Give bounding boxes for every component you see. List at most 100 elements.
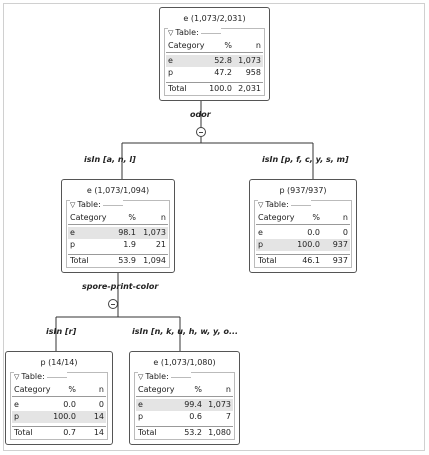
cell-category: p [14,412,20,421]
cell-count: n [342,213,348,222]
table-label: Table: [175,28,199,37]
cell-percent: % [128,213,136,222]
cell-category: Category [70,213,107,222]
cell-category: Total [258,256,277,265]
cell-category: Total [168,84,187,93]
tree-node-root[interactable]: e (1,073/2,031) ▽Table: Category%n e 52.8 1,0… [159,7,270,101]
divider [46,376,67,378]
table-label: Table: [77,200,101,209]
cell-count: 1,094 [143,256,166,265]
split-label-root: odor [190,110,211,119]
cell-count: n [160,213,166,222]
cell-count: n [98,385,104,394]
cell-count: 958 [245,68,261,77]
cell-count: 937 [332,256,348,265]
cell-count: 2,031 [238,84,261,93]
cell-count: 0 [98,400,104,409]
cell-percent: 52.8 [214,56,232,65]
cell-percent: % [68,385,76,394]
cell-percent: 53.9 [118,256,136,265]
table-row: e 0.0 0 [12,399,106,411]
cell-category: Category [14,385,51,394]
split-label-left: spore-print-color [82,282,159,291]
table-toggle[interactable]: ▽Table: [14,372,67,382]
divider [102,204,123,206]
cell-category: p [168,68,174,77]
table-toggle[interactable]: ▽Table: [258,200,311,210]
cell-count: n [225,385,231,394]
cell-count: 7 [225,412,231,421]
table-row: p 0.6 7 [136,411,233,423]
cell-percent: 0.0 [307,228,320,237]
cell-percent: 100.0 [209,84,232,93]
cell-percent: 0.6 [189,412,202,421]
node-title: e (1,073/1,080) [153,358,216,367]
cell-category: Category [258,213,295,222]
condition-label-leftright: isIn [n, k, u, h, w, y, o... [132,327,239,336]
collapse-toggle-left[interactable] [108,299,118,309]
table-toggle[interactable]: ▽Table: [70,200,123,210]
cell-count: 14 [93,428,104,437]
tree-node-leftright[interactable]: e (1,073/1,080) ▽Table: Category%n e 99.4 1,0… [129,351,240,445]
table-toggle[interactable]: ▽Table: [138,372,191,382]
cell-category: p [70,240,76,249]
cell-category: e [14,400,19,409]
table-header-row: Category%n [166,40,263,53]
cell-category: e [138,400,143,409]
table-toggle[interactable]: ▽Table: [168,28,221,38]
triangle-down-icon: ▽ [138,373,144,381]
divider [290,204,311,206]
collapse-toggle-root[interactable] [196,127,206,137]
cell-category: p [138,412,144,421]
table-total-row: Total 100.0 2,031 [166,82,263,95]
tree-view-frame [3,3,425,451]
triangle-down-icon: ▽ [168,29,174,37]
cell-category: p [258,240,264,249]
table-row: e 98.1 1,073 [68,227,168,239]
triangle-down-icon: ▽ [14,373,20,381]
cell-percent: 100.0 [53,412,76,421]
tree-node-left[interactable]: e (1,073/1,094) ▽Table: Category% n e 98.1 1,0… [61,179,175,273]
cell-percent: 0.0 [63,400,76,409]
table-header-row: Category% n [68,212,168,225]
cell-count: 21 [155,240,166,249]
node-title: p (14/14) [40,358,78,367]
cell-category: e [70,228,75,237]
cell-percent: 98.1 [118,228,136,237]
table-label: Table: [265,200,289,209]
node-title: p (937/937) [279,186,327,195]
cell-category: Category [138,385,175,394]
table-row: p 100.0 14 [12,411,106,423]
cell-category: e [168,56,173,65]
divider [170,376,191,378]
cell-count: 1,073 [238,56,261,65]
table-header-row: Category%n [256,212,350,225]
cell-percent: 53.2 [184,428,202,437]
node-title: e (1,073/1,094) [86,186,150,195]
cell-percent: 1.9 [123,240,136,249]
condition-label-leftleft: isIn [r] [46,327,77,336]
table-header-row: Category%n [136,384,233,397]
condition-label-right: isIn [p, f, c, y, s, m] [262,155,349,164]
cell-category: Category [168,41,205,50]
node-title: e (1,073/2,031) [183,14,246,23]
cell-count: 14 [93,412,104,421]
cell-percent: 99.4 [184,400,202,409]
table-header-row: Category% n [12,384,106,397]
table-row: e 52.8 1,073 [166,55,263,67]
cell-percent: 0.7 [63,428,76,437]
cell-count: 1,073 [143,228,166,237]
cell-count: 1,073 [208,400,231,409]
